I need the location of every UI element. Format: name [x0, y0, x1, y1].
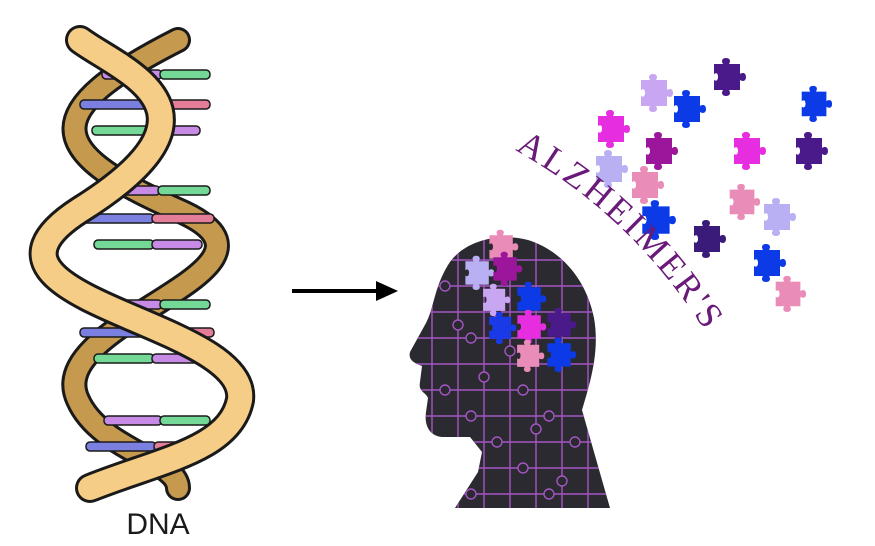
- dna-helix: [28, 25, 256, 503]
- arrow-right-icon: [292, 281, 398, 301]
- puzzle-piece-icon: [596, 58, 833, 312]
- puzzle-head-icon: [409, 229, 610, 508]
- dna-label: DNA: [126, 508, 190, 541]
